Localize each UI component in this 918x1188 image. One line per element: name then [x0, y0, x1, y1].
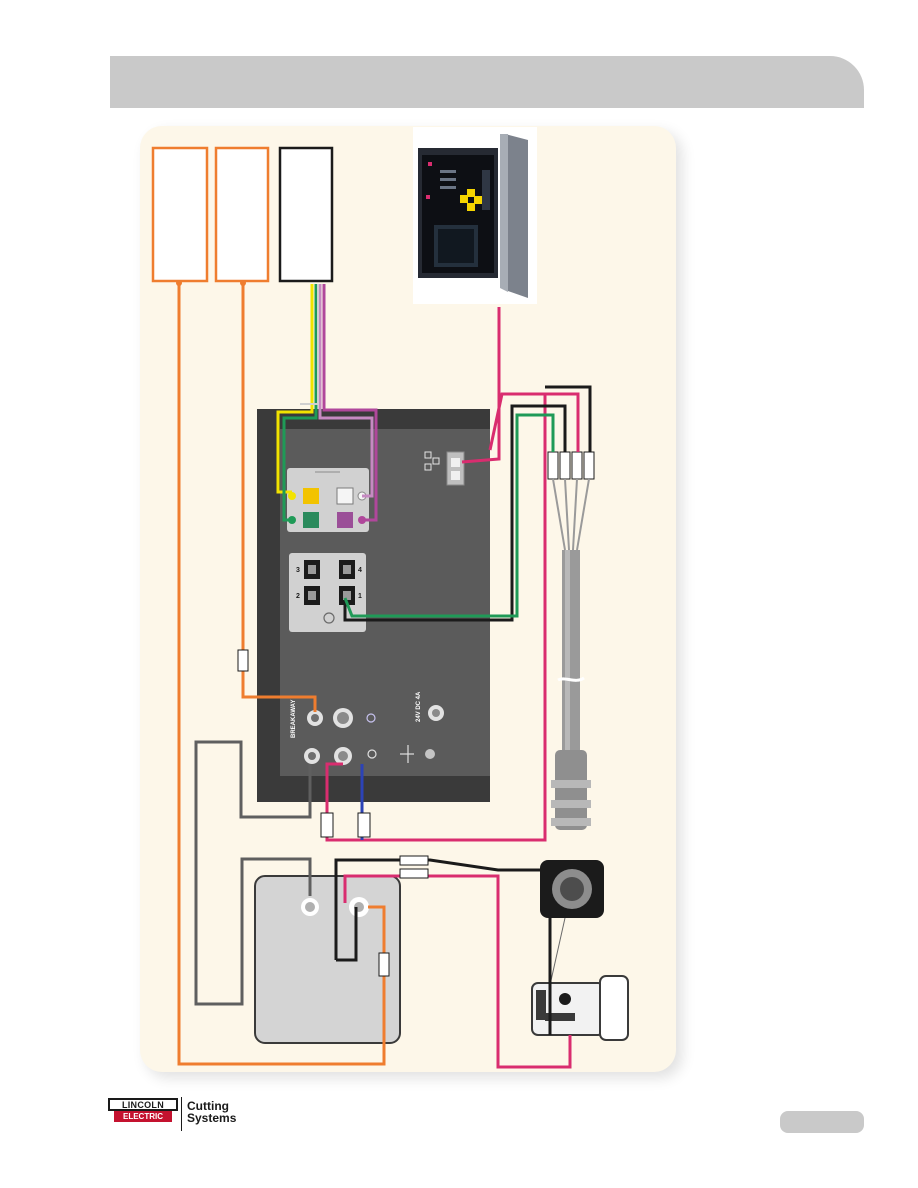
header-bar — [110, 56, 864, 108]
logo-division-line1: Cutting — [187, 1099, 229, 1113]
logo-brand-top: LINCOLN — [108, 1098, 178, 1111]
power-rating-label: 24V DC 4A — [416, 691, 422, 722]
green-wire-relay — [343, 413, 555, 618]
external-box-3 — [278, 146, 334, 283]
pink-wire-3 — [343, 874, 572, 1069]
relay-number-3: 3 — [296, 567, 300, 574]
violet-wire — [318, 284, 374, 498]
black-wire-2 — [343, 404, 567, 622]
external-box-2 — [214, 146, 270, 283]
indicator-light — [425, 749, 435, 759]
cable-bundle — [547, 451, 595, 830]
ground-icon — [400, 745, 414, 763]
relay-number-2: 2 — [296, 593, 300, 600]
power-symbol-icon — [323, 612, 335, 624]
lincoln-electric-logo: LINCOLN ELECTRIC — [108, 1098, 178, 1132]
external-box-1 — [151, 146, 209, 283]
logo-divider — [181, 1097, 182, 1131]
orange-wire-2 — [241, 282, 317, 712]
logo-division-line2: Systems — [187, 1111, 237, 1125]
yellow-connector — [303, 488, 319, 504]
green-wire-io — [282, 284, 318, 522]
ethernet-port — [446, 451, 465, 486]
pink-wire-ethernet — [461, 307, 501, 464]
orange-wire-1 — [177, 282, 386, 1066]
lower-device — [254, 875, 401, 1044]
cutting-machine — [531, 975, 629, 1041]
pink-wire-1 — [325, 392, 547, 842]
pin-icon — [367, 749, 377, 759]
page-number-tab — [780, 1111, 864, 1133]
logo-division: Cutting Systems — [187, 1100, 236, 1124]
breakaway-label: BREAKAWAY — [291, 700, 297, 738]
gray-wire — [194, 740, 312, 1006]
white-wire — [300, 284, 319, 405]
power-icon — [366, 713, 376, 723]
io-connector-block — [287, 468, 369, 532]
logo-brand-bottom: ELECTRIC — [114, 1111, 172, 1122]
relay-number-4: 4 — [358, 567, 362, 574]
black-wire-3 — [545, 385, 592, 452]
magenta-wire — [322, 284, 378, 522]
pink-wire-2 — [545, 392, 580, 452]
laptop-image — [413, 127, 537, 304]
green-connector — [303, 512, 319, 528]
white-connector — [336, 487, 354, 505]
network-icon — [424, 451, 440, 471]
black-wire-1 — [334, 858, 552, 1035]
magenta-connector — [337, 512, 353, 528]
relay-number-1: 1 — [358, 593, 362, 600]
